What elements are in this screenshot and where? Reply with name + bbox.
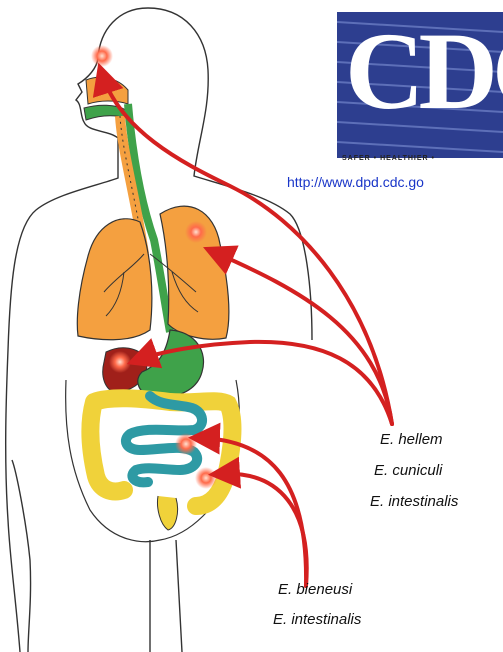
infection-spot-small-intestine — [175, 433, 197, 455]
rectum — [157, 496, 177, 530]
species-label: E. intestinalis — [370, 494, 458, 509]
infection-spot-sinus — [91, 45, 113, 67]
species-label: E. bieneusi — [278, 582, 352, 597]
logo-text: CDC — [345, 16, 503, 126]
cdc-logo: CDC — [337, 12, 503, 158]
logo-tagline: SAFER • HEALTHIER • — [342, 155, 435, 162]
arrows-group-2 — [200, 438, 307, 586]
species-label: E. cuniculi — [374, 463, 442, 478]
infection-spot-colon — [195, 467, 217, 489]
body-outline — [6, 8, 312, 652]
arrow-to-small-intestine — [200, 438, 306, 586]
infection-spot-lung — [185, 221, 207, 243]
infection-spot-liver — [109, 351, 131, 373]
stomach — [138, 330, 204, 397]
lung-left — [77, 219, 152, 340]
source-url[interactable]: http://www.dpd.cdc.go — [287, 174, 424, 190]
species-label: E. hellem — [380, 432, 443, 447]
species-label: E. intestinalis — [273, 612, 361, 627]
arrow-to-colon — [220, 474, 307, 586]
arrow-to-lung — [214, 252, 392, 424]
